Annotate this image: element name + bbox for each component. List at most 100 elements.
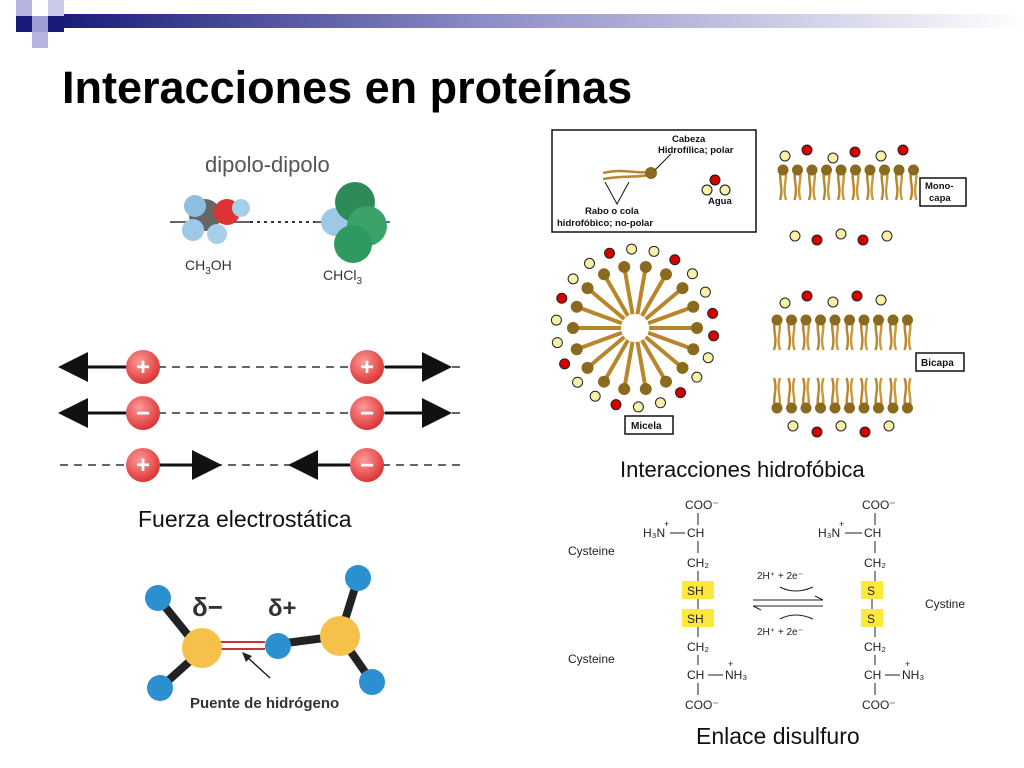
header-gradient-stripe: [60, 14, 1024, 28]
methylene-label: CH₂: [687, 640, 709, 654]
water-oxygen: [811, 234, 823, 246]
water-molecule: [583, 257, 595, 269]
lipid-head: [598, 375, 610, 388]
lipid-head: [873, 402, 884, 414]
lipid-head: [815, 314, 826, 326]
deco-square: [32, 0, 48, 16]
svg-text:Hidrofílica; polar: Hidrofílica; polar: [658, 145, 734, 156]
water-molecule: [787, 420, 799, 432]
reaction-label-top: 2H⁺ + 2e⁻: [757, 571, 803, 582]
lipid-tail: [647, 304, 694, 326]
lipid-head: [581, 282, 594, 295]
hydrogen-bond-label: Puente de hidrógeno: [190, 695, 339, 712]
water-oxygen: [610, 399, 622, 411]
lipid-head: [835, 164, 847, 176]
charge-label: +: [664, 519, 669, 529]
donor-hydrogen-atom: [265, 633, 291, 659]
water-molecule: [572, 376, 584, 388]
deco-square: [48, 0, 64, 16]
water-hydrogen: [701, 184, 713, 196]
lipid-head: [800, 314, 812, 326]
alpha-carbon-label: CH: [687, 526, 704, 540]
hydrophobic-caption: Interacciones hidrofóbica: [620, 457, 865, 482]
water-molecule: [699, 286, 711, 298]
thiol-highlight: [682, 581, 714, 599]
curved-arrow-icon: [779, 586, 814, 592]
lipid-tail: [644, 335, 684, 370]
water-oxygen: [859, 426, 871, 438]
lipid-tail: [586, 335, 626, 370]
lipid-head: [676, 282, 689, 295]
svg-text:Rabo o cola: Rabo o cola: [585, 206, 640, 217]
water-molecule: [827, 152, 839, 164]
lipid-head: [570, 343, 583, 356]
arrow-head-icon: [814, 595, 824, 601]
lipid-head: [618, 383, 631, 396]
lipid-head: [829, 402, 841, 414]
water-molecule: [567, 273, 579, 285]
disulfide-caption: Enlace disulfuro: [696, 723, 860, 749]
legend-head: [645, 167, 657, 179]
lipid-head: [639, 383, 652, 396]
water-molecule: [779, 150, 791, 162]
thiol-label: SH: [687, 584, 704, 598]
carboxylate-label: COO⁻: [862, 498, 896, 512]
legend-box: [551, 129, 757, 233]
deco-square: [32, 16, 48, 32]
arrow-head-icon: [752, 605, 762, 611]
water-molecule: [827, 296, 839, 308]
lipid-tail: [644, 286, 684, 321]
svg-text:Mono-: Mono-: [925, 181, 954, 192]
water-molecule: [875, 294, 887, 306]
pointer-arrow-icon: [242, 652, 252, 662]
lipid-head: [873, 314, 884, 326]
cysteine-label-bottom: Cysteine: [568, 652, 615, 666]
water-oxygen: [707, 307, 719, 319]
dipole-heading: dipolo-dipolo: [205, 152, 330, 177]
lipid-head: [618, 260, 631, 273]
lipid-head: [858, 402, 870, 414]
water-oxygen: [811, 426, 823, 438]
water-molecule: [702, 352, 714, 364]
reaction-label-bottom: 2H⁺ + 2e⁻: [757, 627, 803, 638]
water-molecule: [550, 314, 562, 326]
deco-square: [16, 0, 32, 16]
lipid-head: [800, 402, 812, 414]
positive-charge: [126, 350, 160, 384]
micelle-diagram: [550, 243, 720, 413]
monolayer-diagram: [777, 144, 919, 246]
top-decoration-bar: [0, 0, 1024, 48]
lipid-head: [908, 164, 919, 176]
lipid-head: [660, 375, 672, 388]
water-molecule: [883, 420, 895, 432]
water-hydrogen: [719, 184, 731, 196]
lipid-head: [887, 314, 899, 326]
water-oxygen: [897, 144, 909, 156]
lipid-head: [581, 361, 594, 374]
deco-square: [32, 32, 48, 48]
water-oxygen: [801, 290, 813, 302]
deco-square: [0, 0, 16, 16]
lipid-head: [786, 402, 797, 414]
svg-text:−: −: [136, 400, 150, 427]
chloroform-label: CHCl3: [323, 267, 362, 287]
sulfur-label: S: [867, 612, 875, 626]
lipid-head: [676, 361, 689, 374]
electrostatic-caption: Fuerza electrostática: [138, 506, 352, 532]
carboxylate-label: COO⁻: [685, 698, 719, 712]
amine-label: H₃N: [643, 526, 665, 540]
pointer-line: [245, 655, 271, 679]
water-oxygen: [604, 247, 616, 259]
lipid-head: [821, 164, 832, 176]
lipid-tail: [622, 341, 635, 390]
bilayer-label-box: [915, 352, 965, 372]
bilayer-diagram: [771, 290, 913, 438]
water-oxygen: [801, 144, 813, 156]
carboxylate-label: COO⁻: [685, 498, 719, 512]
lipid-head: [850, 164, 861, 176]
methylene-label: CH₂: [864, 640, 886, 654]
sulfur-highlight: [861, 581, 883, 599]
svg-text:Cabeza: Cabeza: [672, 134, 706, 145]
amine-label: NH₃: [902, 668, 924, 682]
legend-pointer: [654, 153, 672, 171]
